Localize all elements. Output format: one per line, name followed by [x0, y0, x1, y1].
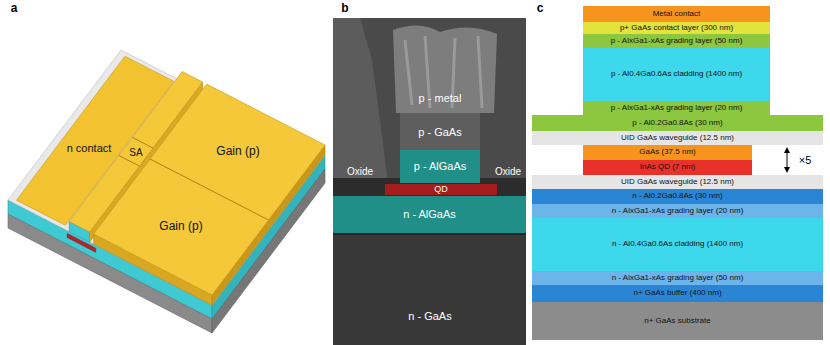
chip-line [133, 138, 153, 149]
layer-label: n - GaAs [408, 310, 451, 322]
layer-name: p - AlxGa1-xAs grading layer (20 nm) [611, 104, 743, 113]
layer-name: p - Al0.4Ga0.6As cladding (1400 nm) [611, 70, 742, 79]
epitaxial-layer: UID GaAs waveguide (12.5 nm) [532, 175, 823, 189]
layer-name: InAs QD (7 nm) [640, 163, 696, 172]
sem-layer-region: p - AlGaAs [400, 150, 480, 183]
layer-name: n - AlGaAs [403, 208, 456, 220]
section-label: Gain (p) [159, 220, 202, 233]
layer-name: UID GaAs waveguide (12.5 nm) [621, 178, 734, 187]
layer-name: QD [434, 185, 448, 195]
panel-letter: b [341, 2, 348, 15]
layer-name: p - Al0.2Ga0.8As (30 nm) [632, 119, 722, 128]
epitaxial-layer: n - AlxGa1-xAs grading layer (20 nm) [532, 204, 823, 218]
epitaxial-layer: n - Al0.2Ga0.8As (30 nm) [532, 189, 823, 204]
epitaxial-layer: n+ GaAs substrate [532, 302, 823, 340]
layer-name: p+ GaAs contact layer (300 nm) [620, 24, 733, 33]
layer-name: Metal contact [653, 10, 701, 19]
layer-name: GaAs (37.5 nm) [639, 148, 695, 157]
section-label: Gain (p) [216, 145, 259, 158]
epitaxial-layer: Metal contact [583, 6, 770, 22]
epitaxial-layer: GaAs (37.5 nm) [583, 145, 752, 160]
epitaxial-layer: UID GaAs waveguide (12.5 nm) [532, 131, 823, 145]
laser-chip-drawing [8, 50, 325, 333]
section-label: SA [129, 147, 142, 158]
repeat-arrow [784, 147, 790, 173]
layer-name: n+ GaAs substrate [644, 317, 710, 326]
epitaxial-layer: p+ GaAs contact layer (300 nm) [583, 22, 770, 34]
panel-letter: c [537, 2, 544, 15]
layer-name: n - AlxGa1-xAs grading layer (20 nm) [612, 207, 744, 216]
epitaxial-layer: n - AlxGa1-xAs grading layer (50 nm) [532, 271, 823, 285]
layer-name: n - Al0.4Ga0.6As cladding (1400 nm) [612, 240, 743, 249]
panel-letter: a [11, 2, 18, 15]
epitaxial-layer: p - Al0.2Ga0.8As (30 nm) [532, 115, 823, 131]
epitaxial-layer: p - Al0.4Ga0.6As cladding (1400 nm) [583, 48, 770, 101]
sem-layer-region: n - AlGaAs [333, 196, 526, 233]
layer-name: p - AlGaAs [414, 160, 467, 172]
layer-label: p - metal [419, 92, 462, 104]
contact-label: n contact [67, 142, 112, 154]
epitaxial-layer: p - AlxGa1-xAs grading layer (50 nm) [583, 34, 770, 48]
sem-layer-region: QD [385, 184, 497, 195]
epitaxial-layer: n+ GaAs buffer (400 nm) [532, 285, 823, 302]
sem-image [333, 18, 526, 345]
epitaxial-layer: InAs QD (7 nm) [583, 160, 752, 175]
oxide-label: Oxide [495, 166, 521, 177]
oxide-label: Oxide [347, 166, 373, 177]
layer-name: n - Al0.2Ga0.8As (30 nm) [632, 192, 722, 201]
chip-face [8, 50, 325, 305]
layer-name: n - AlxGa1-xAs grading layer (50 nm) [612, 274, 744, 283]
layer-name: UID GaAs waveguide (12.5 nm) [621, 134, 734, 143]
epitaxial-layer: n - Al0.4Ga0.6As cladding (1400 nm) [532, 218, 823, 271]
repeat-count: ×5 [799, 154, 812, 166]
epitaxial-layer: p - AlxGa1-xAs grading layer (20 nm) [583, 101, 770, 115]
chip-face [94, 84, 325, 295]
layer-name: n+ GaAs buffer (400 nm) [633, 289, 721, 298]
layer-label: p - GaAs [418, 126, 461, 138]
layer-name: p - AlxGa1-xAs grading layer (50 nm) [611, 37, 743, 46]
chip-line [150, 159, 268, 220]
